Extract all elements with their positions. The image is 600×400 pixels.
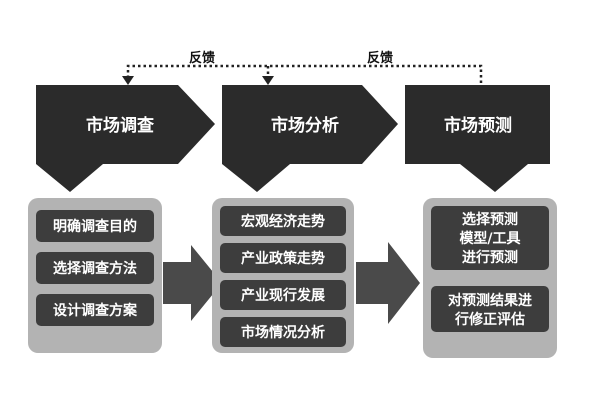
list-item: 设计调查方案 xyxy=(36,294,154,326)
column-2-header: 市场分析 xyxy=(222,85,398,192)
column-2-panel: 宏观经济走势 产业政策走势 产业现行发展 市场情况分析 xyxy=(212,198,354,353)
svg-text:宏观经济走势: 宏观经济走势 xyxy=(241,213,325,230)
header-title: 市场分析 xyxy=(271,115,339,136)
svg-text:选择预测: 选择预测 xyxy=(462,211,518,228)
svg-text:明确调查目的: 明确调查目的 xyxy=(53,218,137,235)
svg-text:进行预测: 进行预测 xyxy=(462,249,518,266)
feedback-arrowhead-middle xyxy=(262,76,274,85)
svg-text:产业现行发展: 产业现行发展 xyxy=(241,287,325,304)
feedback-label-left: 反馈 xyxy=(189,50,215,66)
svg-text:行修正评估: 行修正评估 xyxy=(454,311,525,328)
list-item: 选择调查方法 xyxy=(36,252,154,284)
list-item: 宏观经济走势 xyxy=(220,206,346,236)
svg-text:产业政策走势: 产业政策走势 xyxy=(241,250,325,267)
list-item: 产业政策走势 xyxy=(220,243,346,273)
header-shape xyxy=(405,85,550,192)
column-3-header: 市场预测 xyxy=(405,85,550,192)
connector-arrow-2 xyxy=(356,242,420,324)
list-item: 产业现行发展 xyxy=(220,280,346,310)
svg-text:设计调查方案: 设计调查方案 xyxy=(53,302,138,319)
column-3-panel: 选择预测 模型/工具 进行预测 对预测结果进 行修正评估 xyxy=(423,198,557,358)
svg-text:选择调查方法: 选择调查方法 xyxy=(53,260,137,277)
column-1-header: 市场调查 xyxy=(36,85,215,192)
header-arrow-shape xyxy=(36,85,215,192)
feedback-line xyxy=(126,64,483,83)
list-item: 选择预测 模型/工具 进行预测 xyxy=(431,206,549,270)
svg-text:对预测结果进: 对预测结果进 xyxy=(448,292,532,309)
panel-background xyxy=(212,198,354,353)
svg-text:市场情况分析: 市场情况分析 xyxy=(241,324,325,341)
feedback-loop: 反馈 反馈 xyxy=(122,50,483,85)
svg-text:模型/工具: 模型/工具 xyxy=(459,230,520,247)
feedback-arrowhead-left xyxy=(122,76,134,85)
header-arrow-shape xyxy=(222,85,398,192)
column-1-panel: 明确调查目的 选择调查方法 设计调查方案 xyxy=(28,198,162,353)
list-item: 明确调查目的 xyxy=(36,210,154,242)
header-title: 市场调查 xyxy=(86,115,155,136)
header-title: 市场预测 xyxy=(444,115,512,136)
feedback-label-right: 反馈 xyxy=(367,50,393,66)
connector-arrow-1 xyxy=(163,245,222,321)
list-item: 对预测结果进 行修正评估 xyxy=(431,286,549,332)
list-item: 市场情况分析 xyxy=(220,317,346,347)
